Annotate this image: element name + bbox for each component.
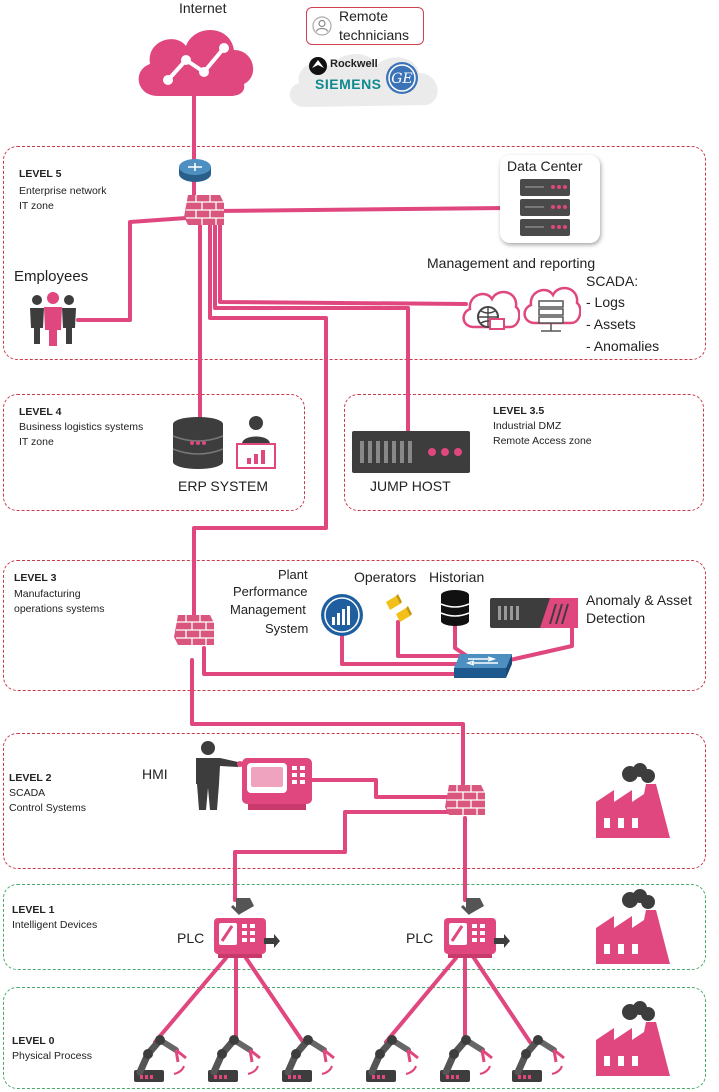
level3-line1: Manufacturing	[14, 588, 81, 600]
robot-arm-icon	[282, 1035, 335, 1082]
data-center-label: Data Center	[507, 158, 583, 174]
management-label: Management and reporting	[427, 255, 596, 271]
scada-anomalies: - Anomalies	[586, 338, 660, 354]
ge-logo-text: GE	[391, 71, 412, 87]
firewall-icon	[445, 785, 485, 815]
level5-line2: IT zone	[19, 200, 54, 212]
scada-logs: - Logs	[586, 294, 625, 310]
cloud-icon	[138, 29, 254, 96]
server-rack-icon	[520, 179, 570, 236]
plc-left-label: PLC	[177, 930, 205, 946]
hmi-panel-icon	[242, 758, 312, 810]
robot-arm-icon	[134, 1035, 187, 1082]
hmi-label: HMI	[142, 766, 168, 782]
level4-title: LEVEL 4	[19, 406, 62, 418]
historian-label: Historian	[429, 569, 485, 585]
ppm-label-4: System	[265, 621, 309, 636]
zone-level0	[3, 987, 706, 1089]
level4-line1: Business logistics systems	[19, 421, 144, 433]
robot-arm-icon	[512, 1035, 565, 1082]
level2-title: LEVEL 2	[9, 772, 52, 784]
level3-line2: operations systems	[14, 603, 105, 615]
level0-line1: Physical Process	[12, 1050, 92, 1062]
firewall-icon	[184, 195, 224, 225]
zone-level4	[3, 394, 305, 511]
level35-line2: Remote Access zone	[493, 435, 592, 447]
jump-host-label: JUMP HOST	[370, 478, 451, 494]
server-cloud-icon	[523, 286, 581, 332]
zone-level1	[3, 884, 706, 970]
anomaly-label-2: Detection	[586, 610, 646, 626]
business-analyst-icon	[236, 416, 276, 469]
level3-title: LEVEL 3	[14, 572, 57, 584]
remote-label-2: technicians	[339, 27, 410, 43]
jump-host-server-icon	[352, 431, 470, 473]
plc-right-label: PLC	[406, 930, 434, 946]
ppm-label-2: Performance	[233, 584, 308, 599]
zone-level2	[3, 733, 706, 869]
switch-icon	[454, 654, 512, 678]
plc-icon	[444, 898, 510, 958]
level4-line2: IT zone	[19, 436, 54, 448]
rockwell-logo-icon	[309, 57, 327, 75]
firewall-icon	[174, 615, 214, 645]
factory-icon	[596, 1001, 670, 1076]
operators-label: Operators	[354, 569, 417, 585]
remote-label-1: Remote	[339, 8, 389, 24]
factory-icon	[596, 889, 670, 964]
plc-icon	[214, 898, 280, 958]
level1-line1: Intelligent Devices	[12, 919, 98, 931]
level35-line1: Industrial DMZ	[493, 420, 562, 432]
level1-title: LEVEL 1	[12, 904, 55, 916]
monitoring-cloud-icon	[462, 290, 520, 330]
router-icon	[179, 159, 211, 182]
level35-title: LEVEL 3.5	[493, 405, 545, 417]
person-icon	[312, 16, 332, 36]
level0-title: LEVEL 0	[12, 1035, 55, 1047]
ppm-label-1: Plant	[278, 567, 308, 582]
database-icon	[172, 417, 224, 469]
operator-person-icon	[196, 741, 243, 810]
robot-arm-icon	[208, 1035, 261, 1082]
zone-level35	[344, 394, 704, 511]
robot-arm-icon	[440, 1035, 493, 1082]
zone-level5	[3, 146, 706, 360]
internet-label: Internet	[179, 0, 227, 16]
employees-label: Employees	[14, 268, 89, 285]
ppm-label-3: Management	[230, 602, 306, 617]
data-center-box: Data Center	[500, 155, 600, 243]
ge-logo-icon: GE	[386, 62, 418, 94]
operators-icon	[386, 594, 412, 622]
level5-title: LEVEL 5	[19, 168, 62, 180]
level5-line1: Enterprise network	[19, 185, 107, 197]
robot-arm-icon	[366, 1035, 419, 1082]
performance-chart-icon	[321, 594, 363, 636]
level2-line1: SCADA	[9, 787, 46, 799]
scada-label: SCADA:	[586, 273, 639, 289]
siemens-label: SIEMENS	[315, 76, 382, 92]
erp-label: ERP SYSTEM	[178, 478, 268, 494]
anomaly-detection-appliance-icon	[490, 598, 578, 628]
anomaly-label-1: Anomaly & Asset	[586, 592, 692, 608]
zone-level3	[3, 560, 706, 691]
level2-line2: Control Systems	[9, 802, 87, 814]
employees-icon	[30, 292, 76, 346]
factory-icon	[596, 763, 670, 838]
remote-technicians-box: Remote technicians	[306, 7, 424, 45]
rockwell-label: Rockwell	[330, 58, 378, 70]
database-icon	[440, 590, 470, 626]
scada-assets: - Assets	[586, 316, 636, 332]
